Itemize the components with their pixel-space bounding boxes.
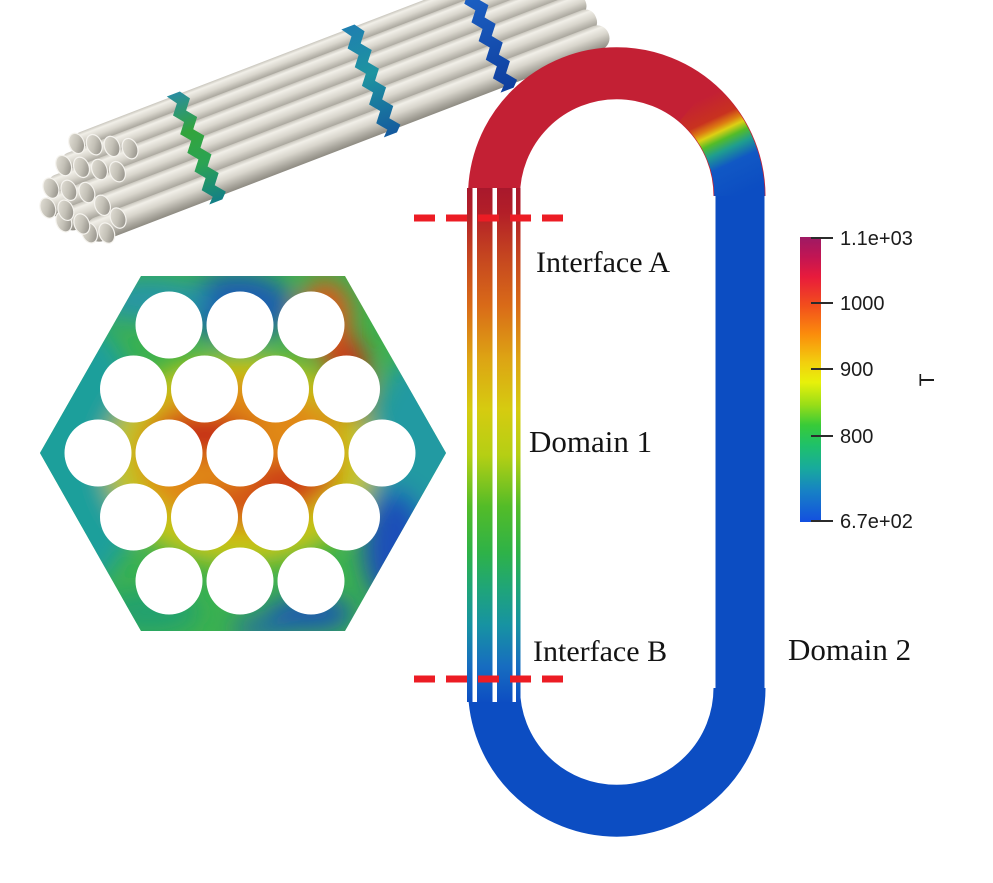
tube-hole (206, 419, 274, 487)
tube-hole (135, 547, 203, 615)
tube-hole (313, 355, 380, 423)
colorbar-tick-label-max: 1.1e+03 (840, 228, 913, 250)
temperature-colorbar: 1.1e+03 1000 900 800 6.7e+02 T (800, 228, 939, 533)
fuel-rod-end (68, 132, 86, 155)
colorbar-gradient (800, 237, 821, 522)
loop-arch-transition (678, 82, 765, 197)
loop-domain (467, 47, 766, 837)
fuel-rod-end (93, 194, 112, 217)
fuel-rod-ends (39, 132, 139, 244)
tube-hole (100, 483, 167, 551)
loop-bottom-arc (468, 687, 766, 837)
fuel-rod (73, 0, 571, 151)
channel (497, 188, 513, 702)
domain-1-label: Domain 1 (529, 424, 652, 459)
fuel-rod-end (98, 222, 116, 244)
fuel-rod-end (57, 199, 75, 222)
fuel-rod-end (42, 177, 60, 199)
fuel-rod-end (103, 135, 121, 158)
tube-hole (313, 483, 380, 551)
tube-hole (100, 355, 167, 423)
fuel-rod-end (60, 179, 78, 202)
loop-right-leg (715, 192, 765, 690)
colorbar-title: T (916, 373, 939, 386)
tube-hole (242, 355, 309, 423)
interface-a-label: Interface A (536, 246, 670, 279)
domain1-channels (467, 188, 521, 702)
tube-hole (348, 419, 416, 487)
fuel-rod (60, 9, 598, 231)
interface-b-label: Interface B (533, 635, 667, 668)
fuel-rod (48, 0, 578, 197)
spacer-band-blue (458, 0, 518, 93)
tube-hole (135, 419, 203, 487)
hex-cross-section (40, 276, 446, 631)
colorbar-tick-label-min: 6.7e+02 (840, 511, 913, 533)
fuel-rod-end (39, 197, 57, 219)
colorbar-ticks (811, 237, 833, 522)
fuel-rod-end (73, 213, 91, 235)
fuel-rod-end (85, 133, 103, 156)
tube-hole (277, 291, 345, 359)
channel-gap (512, 188, 516, 702)
colorbar-tick-label-900: 900 (840, 359, 873, 381)
tube-hole (242, 483, 309, 551)
spacer-band-green (166, 91, 226, 205)
fuel-rod-end (55, 154, 73, 177)
tube-hole (135, 291, 203, 359)
tube-hole (64, 419, 132, 487)
fuel-rod-end (78, 181, 96, 204)
channel-gap (472, 188, 477, 702)
colorbar-tick-label-1000: 1000 (840, 293, 885, 315)
spacer-band-teal (341, 24, 401, 138)
tube-hole (171, 355, 238, 423)
domain-2-label: Domain 2 (788, 632, 911, 667)
tube-hole (277, 547, 345, 615)
fuel-rod-end (90, 158, 109, 181)
fuel-rod-end (72, 156, 91, 179)
fuel-rod (45, 0, 587, 217)
fuel-rod-end (121, 137, 139, 160)
fuel-rod-end (109, 207, 127, 229)
fuel-rod-bundle (39, 0, 610, 244)
tube-hole (171, 483, 238, 551)
tube-hole (277, 419, 345, 487)
tube-hole (206, 547, 274, 615)
tube-hole (206, 291, 274, 359)
channel-gap (492, 188, 497, 702)
hex-tube-holes (64, 291, 416, 615)
fuel-rod-end (108, 160, 127, 183)
channel-gaps (472, 188, 516, 702)
colorbar-tick-label-800: 800 (840, 426, 873, 448)
channel (467, 188, 473, 702)
channel (477, 188, 493, 702)
channel (516, 188, 521, 702)
